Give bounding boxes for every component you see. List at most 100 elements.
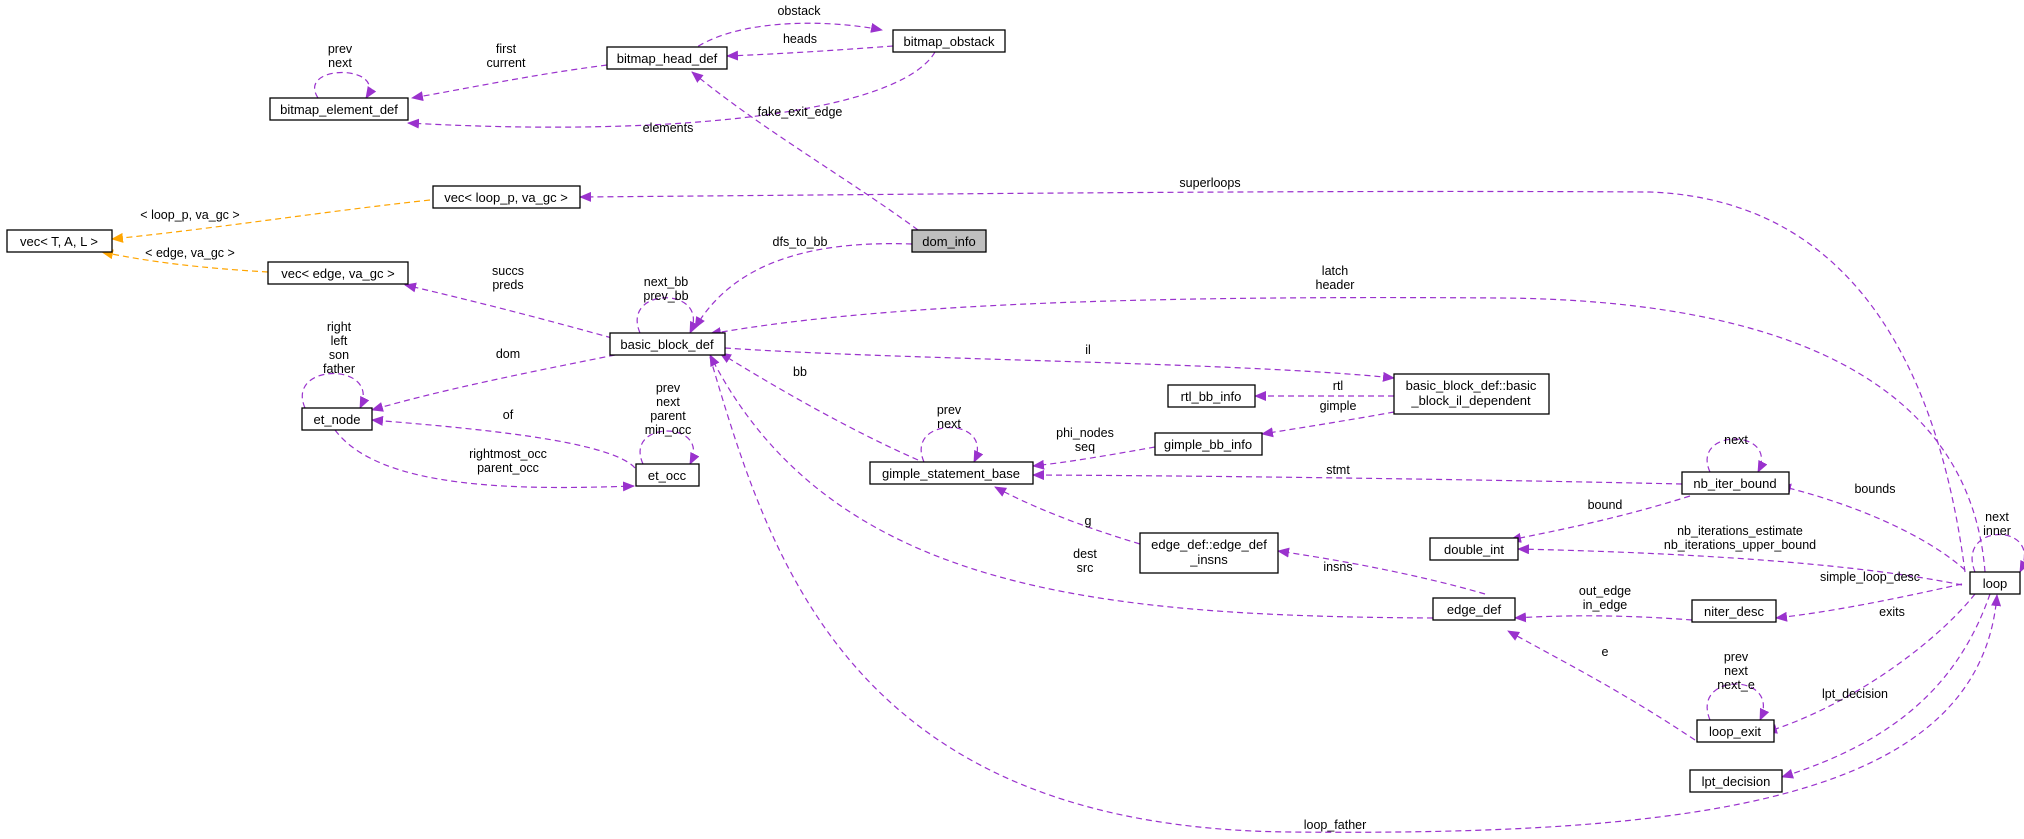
label-prev-exit: prev — [1724, 650, 1749, 664]
edge-exits — [1765, 593, 1976, 734]
node-nb-iter-bound[interactable]: nb_iter_bound — [1681, 471, 1790, 495]
edge-simple-loop-desc — [1775, 583, 1963, 622]
edge-loop-p-va-gc — [111, 199, 431, 243]
edge-basic-block-self — [636, 297, 700, 334]
edge-loop-father — [709, 356, 2002, 833]
node-label: vec< T, A, L > — [20, 234, 98, 249]
node-label: et_occ — [648, 468, 687, 483]
label-fake-exit-edge: fake_exit_edge — [758, 105, 843, 119]
node-vec-loop-p-va-gc[interactable]: vec< loop_p, va_gc > — [432, 185, 581, 209]
edge-et-occ-self — [639, 430, 700, 465]
label-src: src — [1077, 561, 1094, 575]
node-label: lpt_decision — [1702, 774, 1771, 789]
label-next-bb: next_bb — [644, 275, 689, 289]
node-label-line-1: edge_def::edge_def — [1151, 537, 1267, 552]
label-dest: dest — [1073, 547, 1097, 561]
label-dom: dom — [496, 347, 520, 361]
label-next-bitmap: next — [328, 56, 352, 70]
edge-succs-preds — [404, 282, 613, 339]
edge-label-group: obstack heads first current prev next el… — [140, 4, 2011, 832]
label-son: son — [329, 348, 349, 362]
edge-lpt-decision — [1781, 593, 1991, 779]
label-next-occ: next — [656, 395, 680, 409]
label-prev-bb: prev_bb — [643, 289, 688, 303]
edge-insns — [1277, 547, 1486, 595]
label-next-stmt: next — [937, 417, 961, 431]
node-basic-block-def[interactable]: basic_block_def — [609, 332, 726, 356]
label-next-e: next_e — [1717, 678, 1755, 692]
label-insns: insns — [1323, 560, 1352, 574]
label-first: first — [496, 42, 517, 56]
node-bitmap-obstack[interactable]: bitmap_obstack — [892, 29, 1006, 53]
label-prev-bitmap: prev — [328, 42, 353, 56]
label-next-exit: next — [1724, 664, 1748, 678]
node-label: rtl_bb_info — [1181, 389, 1242, 404]
edge-elements — [407, 51, 936, 129]
node-et-occ[interactable]: et_occ — [635, 463, 700, 487]
label-nb-iterations-upper-bound: nb_iterations_upper_bound — [1664, 538, 1816, 552]
node-bitmap-element-def[interactable]: bitmap_element_def — [269, 97, 409, 121]
label-parent: parent — [650, 409, 686, 423]
label-current: current — [487, 56, 526, 70]
node-label: loop_exit — [1709, 724, 1761, 739]
node-dom-info[interactable]: dom_info — [911, 229, 987, 253]
label-next-nb: next — [1724, 433, 1748, 447]
node-label: edge_def — [1447, 602, 1502, 617]
label-g: g — [1085, 514, 1092, 528]
node-lpt-decision[interactable]: lpt_decision — [1689, 769, 1783, 793]
node-niter-desc[interactable]: niter_desc — [1691, 599, 1777, 623]
node-bitmap-head-def[interactable]: bitmap_head_def — [606, 46, 728, 70]
node-label: bitmap_obstack — [903, 34, 995, 49]
label-bounds: bounds — [1854, 482, 1895, 496]
node-gimple-bb-info[interactable]: gimple_bb_info — [1154, 432, 1263, 456]
edge-dom — [371, 354, 616, 412]
edge-phi-nodes-seq — [1032, 446, 1156, 470]
edge-dfs-to-bb — [694, 243, 913, 329]
node-basic-block-il-dependent[interactable]: basic_block_def::basic _block_il_depende… — [1393, 373, 1550, 415]
label-il: il — [1085, 343, 1091, 357]
node-loop-exit[interactable]: loop_exit — [1696, 719, 1775, 743]
edge-of — [371, 415, 636, 469]
label-succs: succs — [492, 264, 524, 278]
label-in-edge: in_edge — [1583, 598, 1628, 612]
node-et-node[interactable]: et_node — [301, 407, 373, 431]
label-e: e — [1602, 645, 1609, 659]
label-right: right — [327, 320, 352, 334]
node-loop[interactable]: loop — [1969, 571, 2021, 595]
edge-obstack — [689, 22, 883, 53]
label-exits: exits — [1879, 605, 1905, 619]
node-rtl-bb-info[interactable]: rtl_bb_info — [1167, 384, 1256, 408]
edge-bb — [719, 352, 919, 461]
label-prev-stmt: prev — [937, 403, 962, 417]
node-vec-edge-va-gc[interactable]: vec< edge, va_gc > — [267, 261, 409, 285]
label-header: header — [1316, 278, 1355, 292]
label-simple-loop-desc: simple_loop_desc — [1820, 570, 1920, 584]
edge-nb-iter-self — [1706, 438, 1768, 473]
node-edge-def-insns[interactable]: edge_def::edge_def _insns — [1139, 532, 1279, 574]
node-label: niter_desc — [1704, 604, 1764, 619]
node-label: loop — [1983, 576, 2008, 591]
label-obstack: obstack — [777, 4, 821, 18]
label-phi-nodes: phi_nodes — [1056, 426, 1114, 440]
node-label: vec< edge, va_gc > — [281, 266, 394, 281]
edge-bounds — [1779, 483, 1966, 571]
edge-out-in-edge — [1514, 612, 1693, 623]
label-seq: seq — [1075, 440, 1095, 454]
edge-g — [994, 486, 1141, 545]
label-bb: bb — [793, 365, 807, 379]
label-superloops: superloops — [1179, 176, 1240, 190]
node-edge-def[interactable]: edge_def — [1432, 597, 1516, 621]
node-double-int[interactable]: double_int — [1429, 537, 1519, 561]
label-stmt: stmt — [1326, 463, 1350, 477]
edge-loop-exit-self — [1706, 683, 1770, 721]
node-label: gimple_bb_info — [1164, 437, 1252, 452]
edge-loop-self — [1971, 534, 2024, 573]
label-nb-iterations-estimate: nb_iterations_estimate — [1677, 524, 1803, 538]
label-of: of — [503, 408, 514, 422]
edge-gimple — [1261, 411, 1395, 438]
node-gimple-statement-base[interactable]: gimple_statement_base — [869, 461, 1034, 485]
label-preds: preds — [492, 278, 523, 292]
label-inner: inner — [1983, 524, 2011, 538]
node-vec-t-a-l[interactable]: vec< T, A, L > — [6, 229, 113, 253]
node-label: double_int — [1444, 542, 1504, 557]
